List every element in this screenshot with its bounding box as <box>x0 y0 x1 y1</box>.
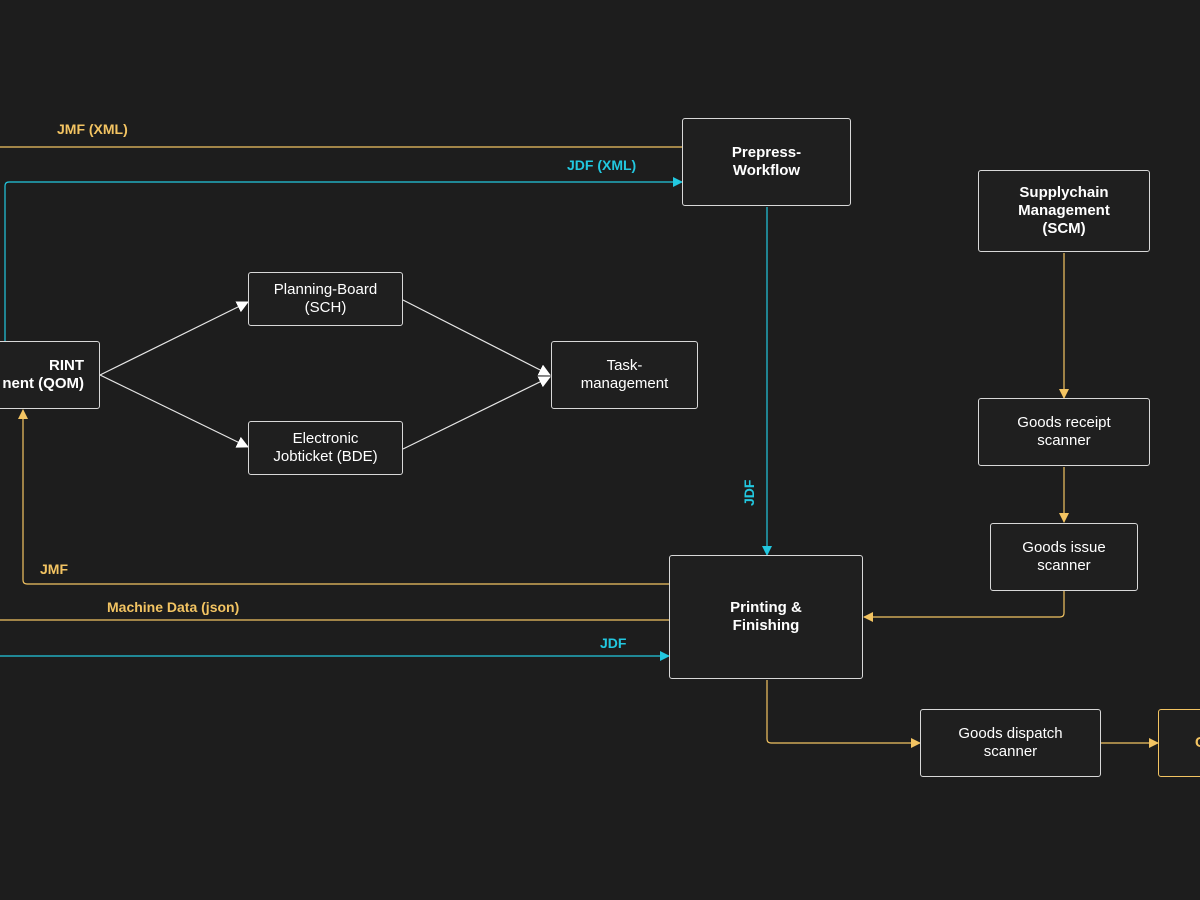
planning-to-task-arrow <box>402 299 551 376</box>
goods-dispatch-scanner-node: Goods dispatch scanner <box>920 709 1101 777</box>
jmf-return-line <box>18 409 669 585</box>
electronic-jobticket-node: Electronic Jobticket (BDE) <box>248 421 403 475</box>
goods-receipt-scanner-node: Goods receipt scanner <box>978 398 1150 466</box>
qom-to-planning-arrow <box>99 301 249 376</box>
jobticket-to-task-arrow <box>402 376 551 450</box>
task-management-node: Task- management <box>551 341 698 409</box>
printing-finishing-node: Printing & Finishing <box>669 555 863 679</box>
goods-issue-scanner-node: Goods issue scanner <box>990 523 1138 591</box>
prepress-workflow-node: Prepress- Workflow <box>682 118 851 206</box>
planning-board-node: Planning-Board (SCH) <box>248 272 403 326</box>
label-machine-data: Machine Data (json) <box>107 599 240 615</box>
issue-to-printing-line <box>863 591 1065 622</box>
scm-node: Supplychain Management (SCM) <box>978 170 1150 252</box>
label-jdf-vertical: JDF <box>741 479 757 506</box>
label-jmf-xml: JMF (XML) <box>57 121 128 137</box>
qom-node: RINT nent (QOM) <box>0 341 100 409</box>
label-jdf-bottom: JDF <box>600 635 627 651</box>
label-jmf: JMF <box>40 561 68 577</box>
next-node-cut-off: C <box>1158 709 1200 777</box>
jdf-xml-line <box>4 177 683 342</box>
printing-to-dispatch-line <box>766 680 921 748</box>
qom-to-jobticket-arrow <box>99 374 249 448</box>
label-jdf-xml: JDF (XML) <box>567 157 637 173</box>
